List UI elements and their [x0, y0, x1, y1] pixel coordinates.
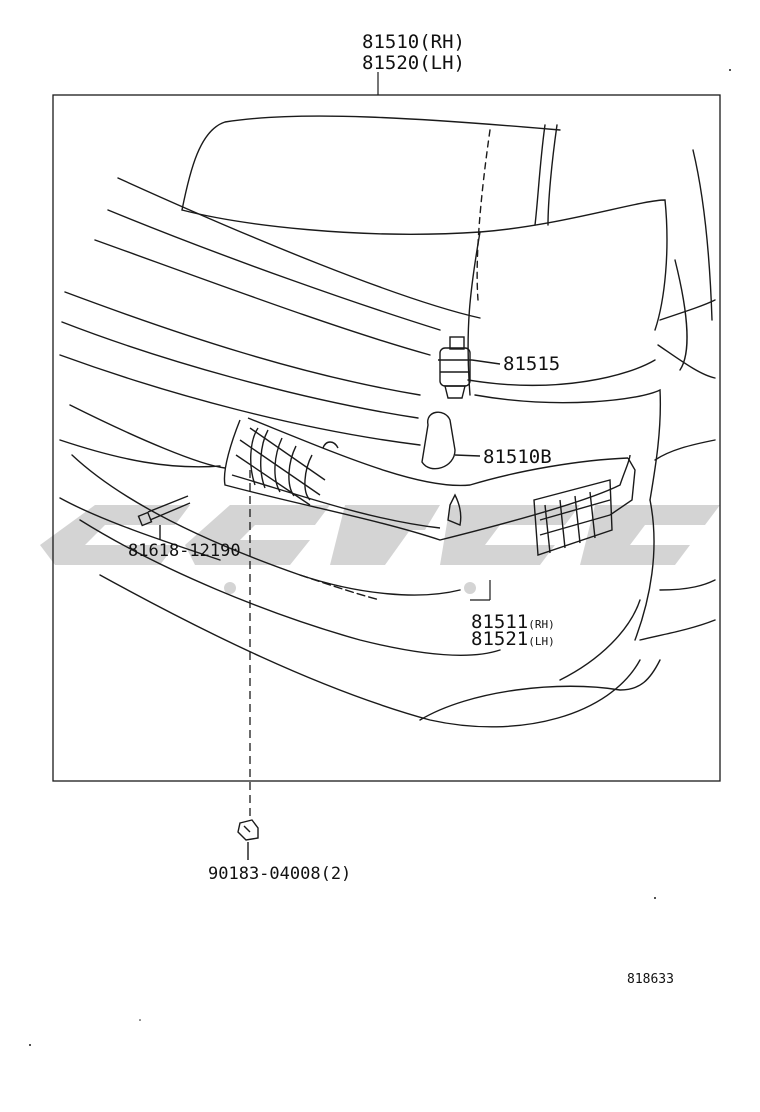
bulb-drawing: [421, 411, 481, 470]
socket-label: 81515: [503, 353, 561, 375]
car-body-lines: [59, 115, 716, 728]
lens-rh-label: 81511(RH): [471, 613, 555, 632]
lens-lh-number: 81521: [471, 628, 529, 650]
assembly-rh-label: 81510(RH): [362, 31, 465, 53]
scan-specks: [29, 69, 731, 1046]
lens-rh-side: (RH): [528, 618, 555, 631]
detail-frame: [52, 94, 721, 782]
bulb-socket-drawing: [438, 336, 501, 399]
clip-label: 90183-04008(2): [208, 864, 352, 884]
clip-drawing: [237, 819, 259, 860]
lens-rh-number: 81511: [471, 611, 529, 633]
assembly-lh-label: 81520(LH): [362, 52, 465, 74]
screw-drawing: [137, 495, 191, 540]
label-leaders: [470, 580, 491, 601]
screw-label: 81618-12190: [128, 541, 241, 561]
turn-signal-lens-drawing: [223, 417, 636, 556]
illustration-number: 818633: [627, 972, 674, 987]
bulb-label: 81510B: [483, 446, 552, 468]
lens-lh-side: (LH): [528, 635, 555, 648]
lens-lh-label: 81521(LH): [471, 630, 555, 649]
watermark-logo: [40, 505, 720, 594]
